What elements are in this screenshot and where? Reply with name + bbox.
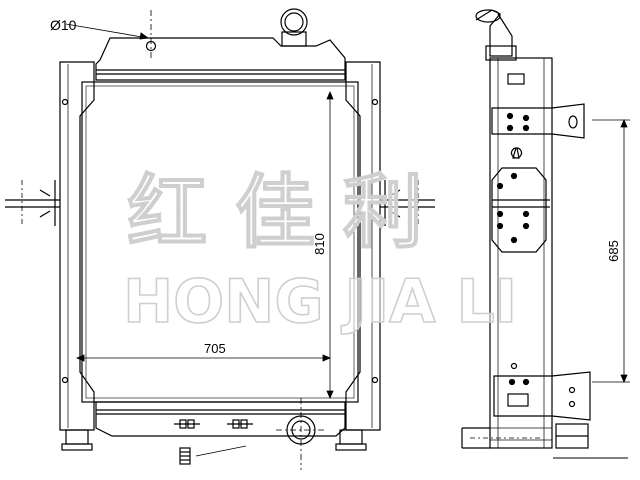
- top-tank: [95, 37, 346, 81]
- drain-plug: [179, 445, 247, 465]
- center-mount-lug: [491, 167, 550, 253]
- width-dimension-label: 705: [204, 341, 226, 356]
- side-dimension: [592, 118, 630, 384]
- upper-mount-bracket: [491, 103, 585, 139]
- lower-mount-bracket: [493, 362, 591, 421]
- right-mount-pin: [380, 180, 435, 226]
- keyhole-slot: [510, 147, 523, 159]
- side-view: [461, 9, 628, 459]
- inlet-elbow: [475, 9, 513, 57]
- bleed-plug: [145, 10, 157, 60]
- mount-dimension-label: 685: [606, 240, 621, 262]
- front-view: [5, 8, 435, 470]
- mount-feet: [61, 429, 367, 451]
- right-side-bracket: [345, 61, 381, 431]
- filler-cap: [280, 8, 308, 47]
- left-side-bracket: [59, 61, 95, 431]
- bottom-tank: [95, 401, 346, 437]
- left-mount-pin: [5, 180, 60, 226]
- watermark-chinese: 红 佳 利: [127, 166, 423, 259]
- height-dimension-label: 810: [312, 233, 327, 255]
- outlet-pipe: [276, 398, 326, 470]
- dimension-lines: [65, 23, 334, 400]
- side-outlet: [461, 423, 589, 449]
- drain-valves: [174, 419, 253, 429]
- side-core: [489, 57, 553, 449]
- watermark-pinyin: HONG JIA LI: [123, 267, 517, 337]
- cap-diameter-label: Ø10: [50, 17, 77, 33]
